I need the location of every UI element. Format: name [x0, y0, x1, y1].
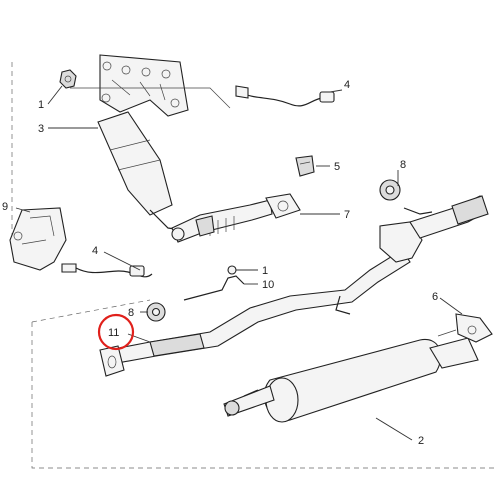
rubber-mount-upper	[379, 179, 401, 201]
highlight-ring	[97, 313, 135, 351]
exhaust-manifold	[70, 54, 231, 117]
catalytic-converter	[97, 111, 183, 231]
rubber-mount-lower	[146, 302, 166, 322]
front-flex-pipe	[171, 199, 273, 243]
manifold-nut	[59, 69, 77, 89]
callout-labels: 1 3 4 5 7 8 9 4 1 10 8 11 6 2	[2, 79, 438, 447]
callout-2-silencer: 2	[418, 435, 424, 447]
callout-9-heat-shield: 9	[2, 201, 8, 213]
callout-1-clamp-nut: 1	[262, 265, 268, 277]
rear-pipe-riser	[379, 195, 489, 263]
callout-5-bracket: 5	[334, 161, 340, 173]
dashed-frame	[11, 62, 496, 469]
callout-4-sensor-upper: 4	[344, 79, 350, 91]
intermediate-pipe	[99, 249, 411, 377]
rear-silencer	[223, 337, 479, 423]
oxygen-sensor-lower	[61, 263, 153, 278]
callout-4-sensor-lower: 4	[92, 245, 98, 257]
heat-shield-bracket	[9, 207, 67, 271]
callout-11-intermediate-pipe: 11	[108, 327, 119, 339]
hanger-clamp	[183, 265, 245, 301]
callout-6-hanger: 6	[432, 291, 438, 303]
callout-10-clamp: 10	[262, 279, 274, 291]
rear-hanger-bracket	[437, 313, 493, 343]
rubber-bracket	[295, 155, 315, 177]
callout-7-gasket: 7	[344, 209, 350, 221]
gasket	[265, 193, 301, 219]
callout-8-mount-lower: 8	[128, 307, 134, 319]
callout-8-mount-upper: 8	[400, 159, 406, 171]
callout-1-nut: 1	[38, 99, 44, 111]
callout-3-catalyst: 3	[38, 123, 44, 135]
oxygen-sensor-upper	[235, 85, 335, 107]
